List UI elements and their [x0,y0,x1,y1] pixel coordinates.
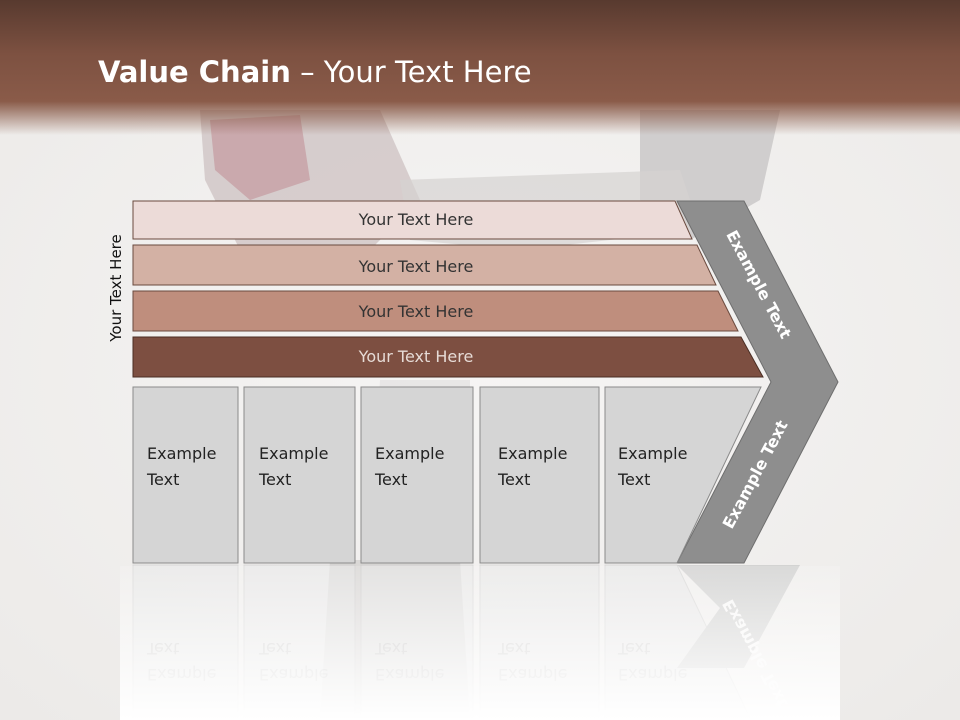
header-bar [0,0,960,135]
activity-5-line1: Example [618,444,687,463]
band-1 [132,200,693,240]
band-2 [132,244,717,286]
activity-4-line1: Example [498,444,567,463]
activity-box-1 [132,386,239,564]
slide-title: Value Chain – Your Text Here [98,55,532,89]
band-2-label: Your Text Here [358,257,474,276]
activity-4-line2: Text [497,470,530,489]
margin-chevron [676,200,839,564]
band-4-label: Your Text Here [358,347,474,366]
band-3 [132,290,739,332]
activity-3-line1: Example [375,444,444,463]
activity-1-line1: Example [147,444,216,463]
title-rest: – Your Text Here [290,55,532,89]
activity-box-2 [243,386,356,564]
primary-activities: Example Text Example Text Example Text E… [132,386,762,564]
activity-2-line2: Text [258,470,291,489]
title-bold: Value Chain [98,55,291,89]
activity-box-5 [604,386,762,564]
reflection-fade [120,566,840,720]
band-4 [132,336,764,378]
band-3-label: Your Text Here [358,302,474,321]
activity-5-line2: Text [617,470,650,489]
activity-3-line2: Text [374,470,407,489]
activity-box-4 [479,386,600,564]
activity-2-line1: Example [259,444,328,463]
band-1-label: Your Text Here [358,210,474,229]
support-bands: Your Text Here Your Text Here Your Text … [132,200,764,378]
activity-1-line2: Text [146,470,179,489]
activity-box-3 [360,386,474,564]
